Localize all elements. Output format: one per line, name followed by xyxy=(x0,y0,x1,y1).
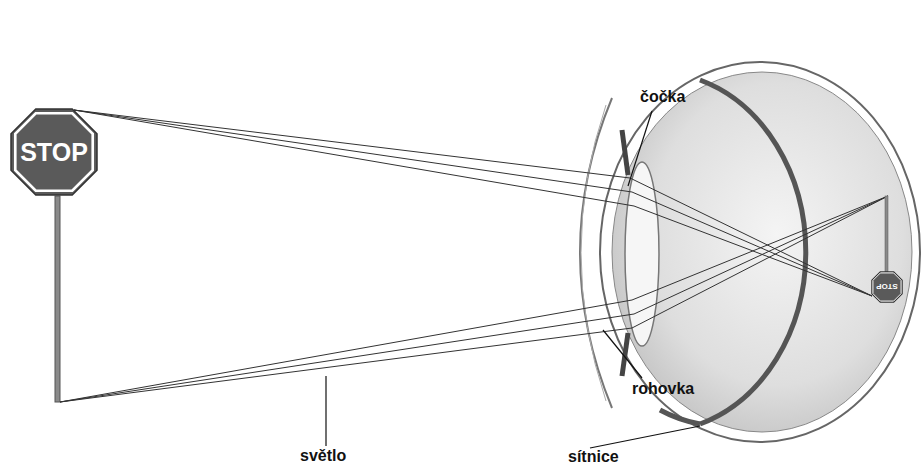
sign-text: STOP xyxy=(20,138,88,167)
cornea xyxy=(580,98,612,408)
lens-label: čočka xyxy=(640,88,685,106)
sign-post xyxy=(55,196,60,402)
eyeball xyxy=(612,72,912,432)
stop-sign: STOP xyxy=(10,108,98,196)
retina-lower xyxy=(660,410,700,424)
retina xyxy=(700,80,806,424)
iris xyxy=(622,130,628,175)
cornea-label: rohovka xyxy=(632,380,694,398)
cornea-inner xyxy=(581,105,606,401)
sclera xyxy=(600,62,920,442)
retina-label: sítnice xyxy=(568,448,619,466)
sign-text: STOP xyxy=(876,283,898,292)
light-label: světlo xyxy=(300,447,346,465)
retina-image: STOP xyxy=(871,271,903,303)
light-rays xyxy=(60,110,888,402)
image-post xyxy=(885,196,888,272)
leader-lines xyxy=(326,111,700,448)
